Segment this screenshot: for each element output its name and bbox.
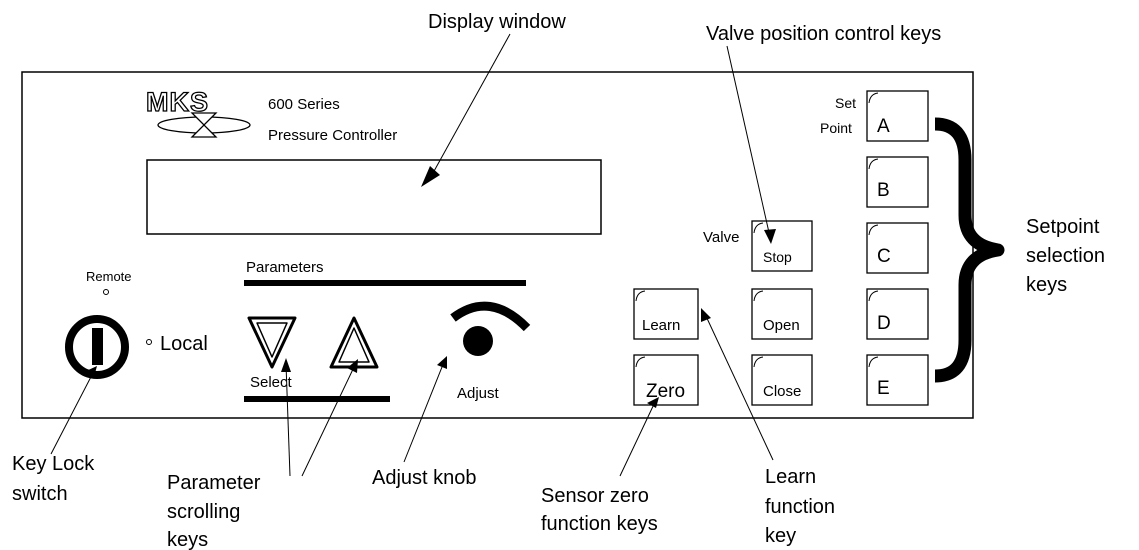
callout-setpoint-line2: selection [1026,245,1105,267]
open-key-label: Open [763,317,800,334]
select-down-key[interactable] [247,316,297,369]
valve-label: Valve [703,229,739,246]
setpoint-key-e[interactable]: E [866,354,929,406]
setpoint-key-e-label: E [877,378,890,399]
adjust-label: Adjust [457,385,500,402]
key-lock-switch[interactable] [65,315,129,379]
stop-key[interactable]: Stop [751,220,813,272]
learn-key-label: Learn [642,317,680,334]
callout-display-window: Display window [428,11,566,33]
callout-adjust-knob: Adjust knob [372,467,477,489]
parameters-bar-bottom [244,396,390,402]
leader-lines [50,33,776,477]
callout-param-line1: Parameter [167,472,261,494]
callout-learn-line2: function [765,496,835,518]
callout-param-line3: keys [167,529,208,550]
local-indicator [146,339,152,345]
stop-key-label: Stop [763,249,792,265]
setpoint-key-a[interactable]: A [866,90,929,142]
scroll-up-key[interactable] [329,316,379,369]
parameters-bar-top [244,280,526,286]
close-key[interactable]: Close [751,354,813,406]
adjust-knob[interactable] [450,301,531,356]
setpoint-key-c-label: C [877,246,891,267]
open-key[interactable]: Open [751,288,813,340]
setpoint-key-b[interactable]: B [866,156,929,208]
setpoint-key-d-label: D [877,313,891,334]
close-key-label: Close [763,383,801,400]
callout-param-line2: scrolling [167,501,240,523]
display-window [146,159,602,235]
local-label: Local [160,333,208,355]
callout-sensor-zero-line1: Sensor zero [541,485,649,507]
set-label: Set [835,95,856,111]
mks-logo: MKS [145,86,251,138]
learn-key[interactable]: Learn [633,288,699,340]
callout-key-lock-line2: switch [12,483,68,505]
callout-valve-keys: Valve position control keys [706,23,941,45]
zero-key-label: Zero [646,381,685,402]
callout-key-lock-line1: Key Lock [12,453,95,475]
callout-setpoint-line1: Setpoint [1026,216,1100,238]
callout-learn-line1: Learn [765,466,816,488]
setpoint-key-b-label: B [877,180,890,201]
setpoint-key-d[interactable]: D [866,288,929,340]
callout-learn-line3: key [765,525,796,547]
callout-sensor-zero-line2: function keys [541,513,658,535]
remote-indicator [103,289,109,295]
select-label: Select [250,374,293,391]
parameters-label: Parameters [246,259,324,276]
setpoint-key-c[interactable]: C [866,222,929,274]
zero-key[interactable]: Zero [633,354,699,406]
point-label: Point [820,120,852,136]
setpoint-brace [934,117,1005,383]
series-label: 600 Series [268,96,340,113]
remote-label: Remote [86,269,132,284]
product-label: Pressure Controller [268,127,397,144]
setpoint-key-a-label: A [877,116,890,137]
callout-setpoint-line3: keys [1026,274,1067,296]
